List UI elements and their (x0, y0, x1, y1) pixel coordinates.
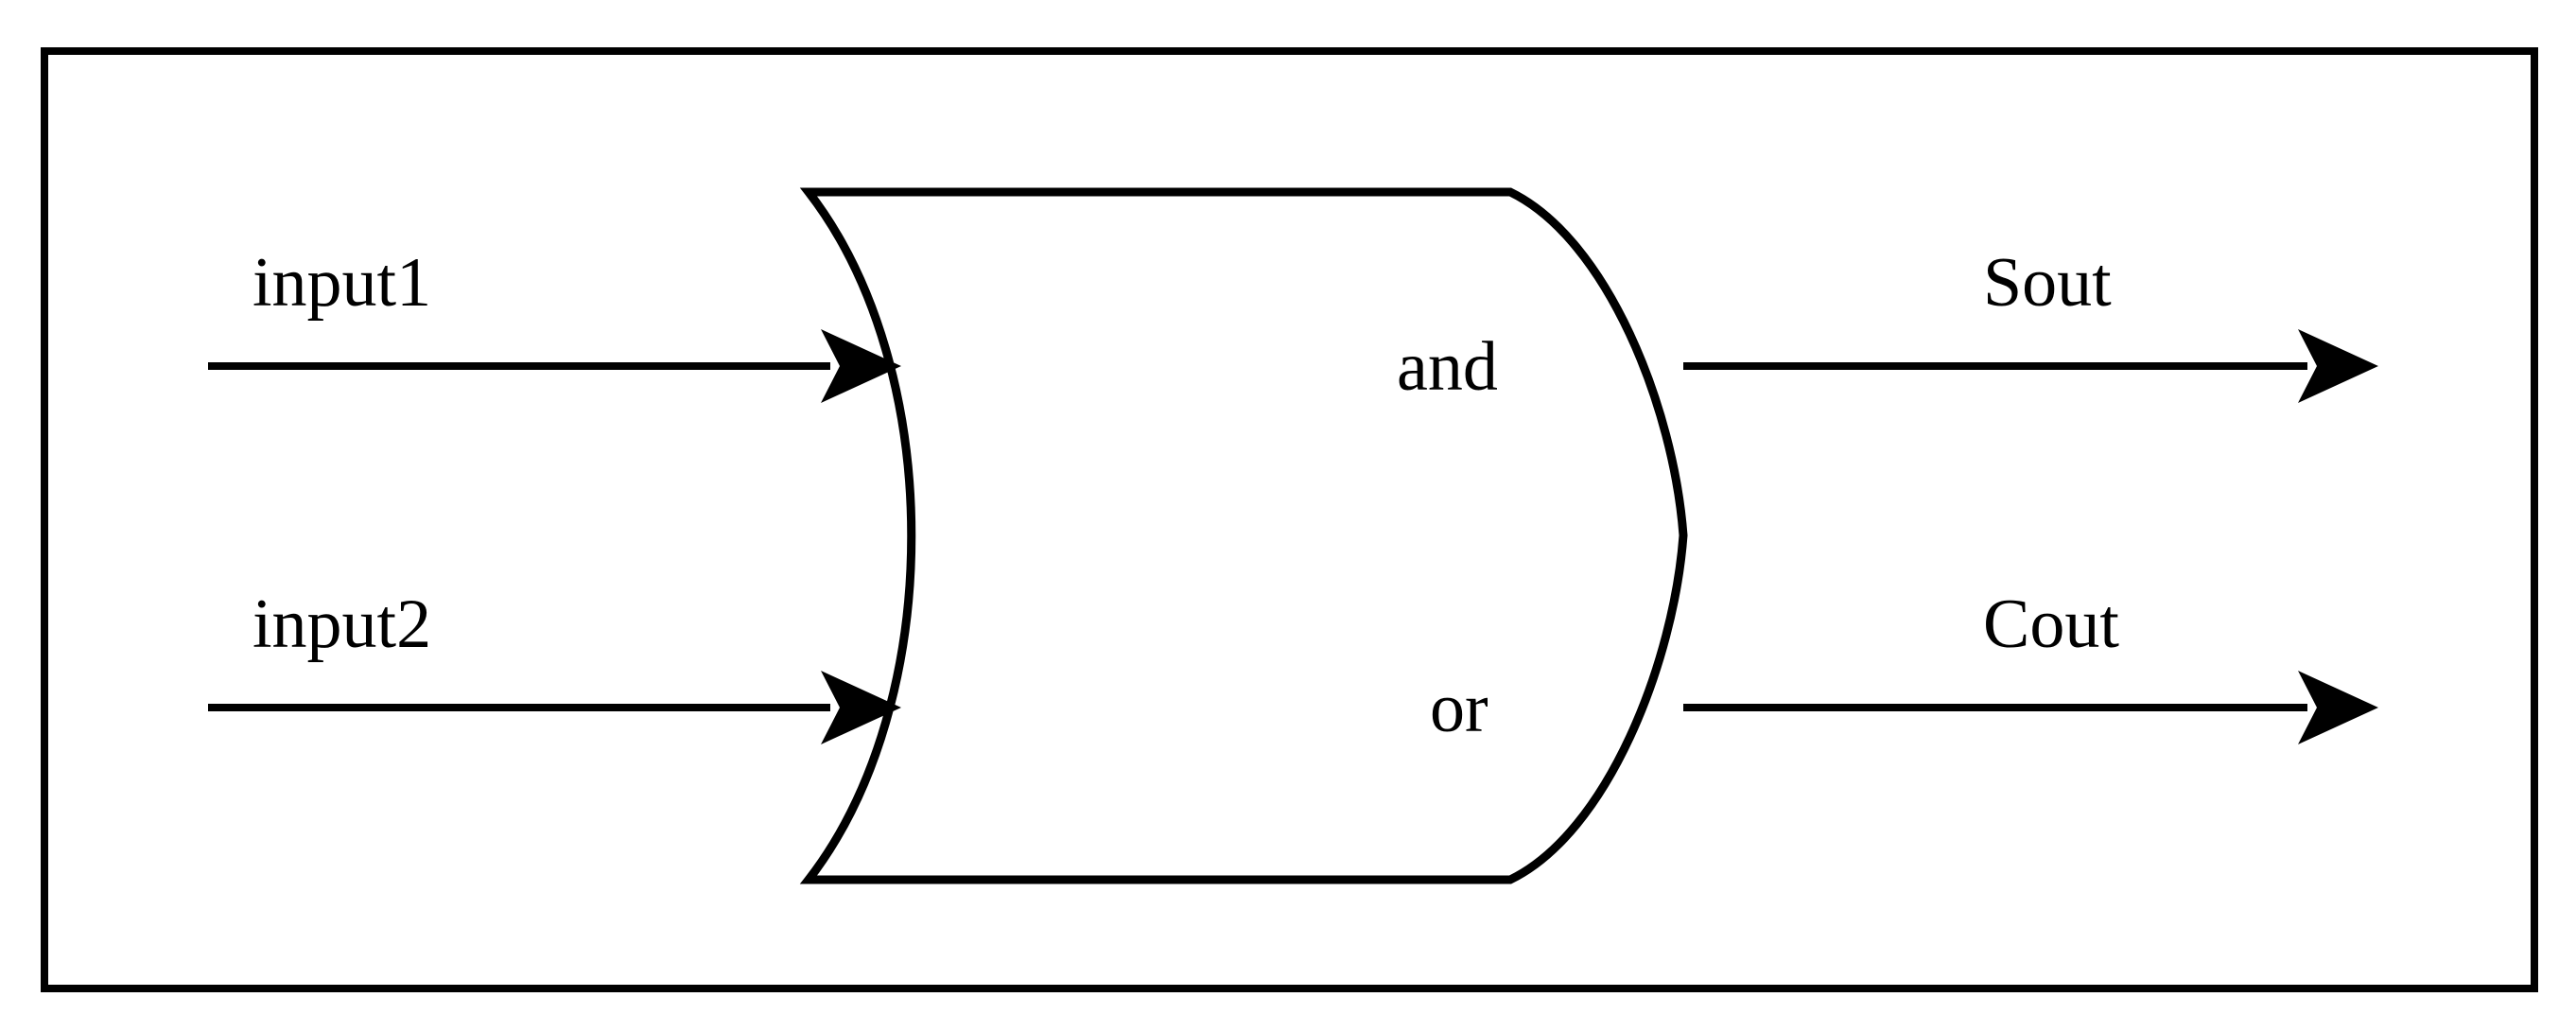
input1-label: input1 (252, 244, 431, 322)
gate-body (799, 187, 1688, 884)
sout-label: Sout (1983, 244, 2112, 322)
sout-arrowhead (2298, 329, 2378, 403)
input2-arrowhead (821, 671, 901, 744)
cout-label: Cout (1983, 586, 2119, 663)
gate-label-or: or (1430, 670, 1488, 747)
input2-label: input2 (252, 586, 431, 663)
input1-signal: input1 (208, 244, 901, 403)
cout-signal: Cout (1683, 586, 2378, 744)
gate-label-and: and (1397, 328, 1498, 406)
diagram-border (41, 47, 2538, 992)
cout-arrowhead (2298, 671, 2378, 744)
sout-signal: Sout (1683, 244, 2378, 403)
input2-signal: input2 (208, 586, 901, 744)
input1-arrowhead (821, 329, 901, 403)
